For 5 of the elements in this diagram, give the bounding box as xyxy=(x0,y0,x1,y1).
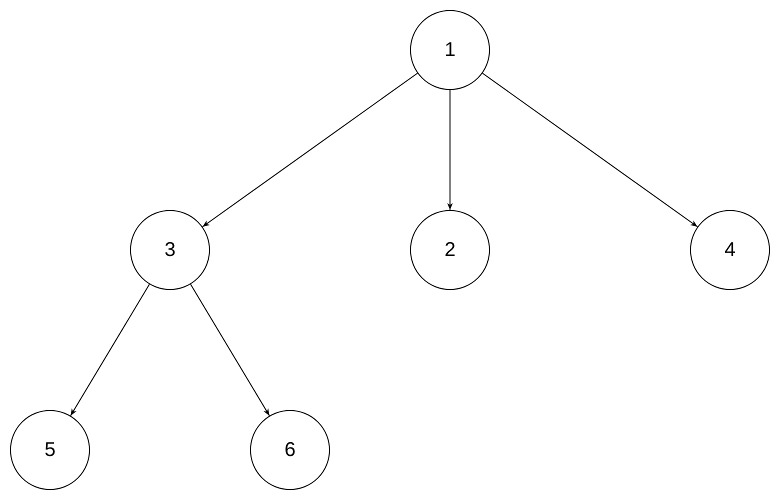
arrow xyxy=(190,284,270,416)
arrow xyxy=(482,72,698,228)
arrow xyxy=(447,90,453,210)
arrow xyxy=(202,72,418,228)
arrow xyxy=(70,284,150,416)
